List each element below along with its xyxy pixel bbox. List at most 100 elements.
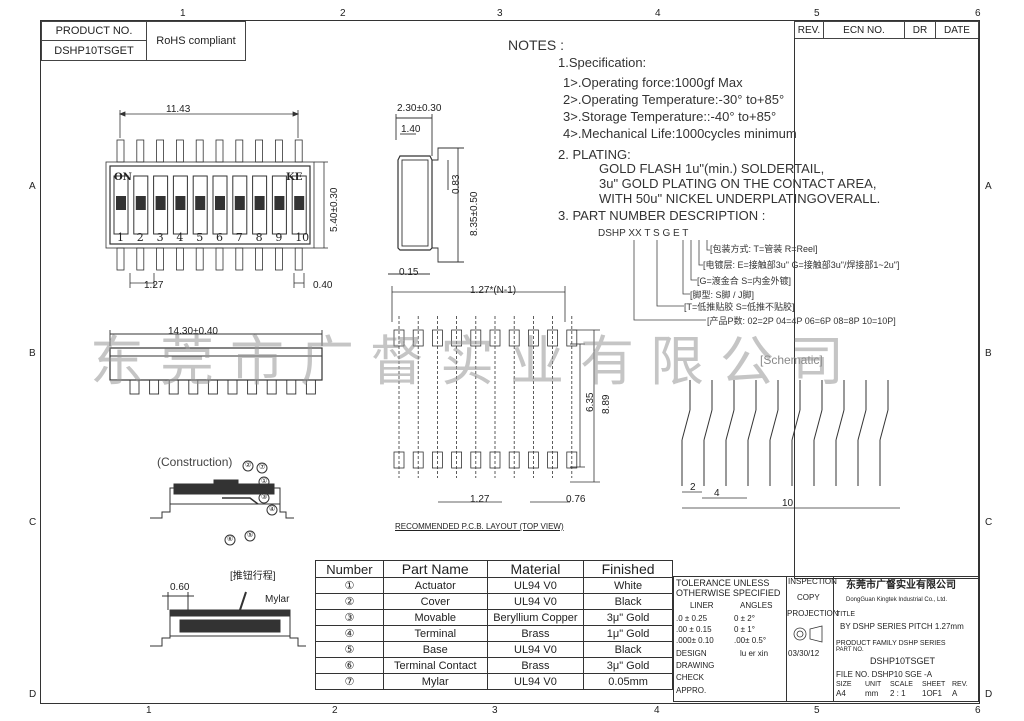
zone-top-1: 1 xyxy=(180,8,186,19)
projection-symbol-icon xyxy=(793,625,823,643)
pn-item-4: [脚型: S脚 / J脚] xyxy=(690,290,755,300)
top-pin-7 xyxy=(235,139,244,163)
pn-item-1: [包装方式: T=管装 R=Reel] xyxy=(710,244,818,254)
switch-number-2: 2 xyxy=(136,231,144,244)
zone-left-b: B xyxy=(29,348,36,359)
switch-actuator-6 xyxy=(215,196,225,210)
construction-label: (Construction) xyxy=(157,455,233,469)
pcb-pad-bottom-5 xyxy=(470,451,482,469)
zone-top-5: 5 xyxy=(814,8,820,19)
pn-item-3: [G=渡金合 S=内金外镀] xyxy=(697,276,792,286)
part-no-label: PART NO. xyxy=(836,647,864,653)
front-pin-2 xyxy=(149,379,160,395)
designer-name: lu er xin xyxy=(740,649,769,658)
spec-line-4: 4>.Mechanical Life:1000cycles minimum xyxy=(563,126,797,141)
bom-cell: Brass xyxy=(486,625,585,642)
dim-8-89: 8.89 xyxy=(601,394,612,414)
dim-0-76: 0.76 xyxy=(566,494,586,505)
rev-header: REV. xyxy=(794,21,824,39)
top-pin-4 xyxy=(176,139,184,163)
top-pin-3 xyxy=(156,139,164,163)
watermark: 东莞市广督实业有限公司 xyxy=(90,330,860,393)
zone-left-a: A xyxy=(29,181,36,192)
construction-callout-6: ⑥ xyxy=(227,536,234,543)
plating-title: 2. PLATING: xyxy=(558,147,631,162)
plating-line-2: 3u" GOLD PLATING ON THE CONTACT AREA, xyxy=(599,176,877,191)
bom-cell: Brass xyxy=(486,657,585,674)
bom-cell: Base xyxy=(382,641,488,658)
switch-slot-10 xyxy=(291,175,307,235)
size-value: 2 : 1 xyxy=(890,689,906,698)
bom-cell: Black xyxy=(583,593,673,610)
bom-cell: Actuator xyxy=(382,577,488,594)
size-header: SHEET xyxy=(922,681,946,688)
plating-line-3: WITH 50u" NICKEL UNDERPLATINGOVERALL. xyxy=(599,191,881,206)
bom-header-part: Part Name xyxy=(382,560,488,578)
bom-header-finished: Finished xyxy=(583,560,673,578)
size-value: mm xyxy=(865,689,879,698)
switch-actuator-4 xyxy=(175,196,186,210)
switch-slot-4 xyxy=(172,175,188,235)
tol-row-3-angle: .00± 0.5° xyxy=(734,636,767,645)
construction-callout-2: ② xyxy=(245,462,252,469)
dim-sch-4: 4 xyxy=(714,488,720,499)
size-value: A xyxy=(952,689,958,698)
front-pin-10 xyxy=(305,379,316,395)
construction-callout-7: ⑦ xyxy=(259,464,266,471)
size-header: UNIT xyxy=(865,681,882,688)
tol-row-1-linear: .0 ± 0.25 xyxy=(676,614,708,623)
switch-number-3: 3 xyxy=(156,231,164,244)
projection-label: PROJECTION xyxy=(787,609,839,618)
schematic-drawing xyxy=(681,380,900,509)
spec-title: 1.Specification: xyxy=(558,55,647,70)
date-header: DATE xyxy=(935,21,979,39)
appro-label: APPRO. xyxy=(676,686,707,695)
zone-bottom-2: 2 xyxy=(332,705,338,716)
schem-switch-arm-1 xyxy=(681,409,691,441)
bom-cell: ③ xyxy=(315,609,384,626)
pn-leader-lines xyxy=(633,240,710,321)
tol-row-3-linear: .000± 0.10 xyxy=(676,636,714,645)
front-pin-1 xyxy=(129,379,140,395)
front-pin-4 xyxy=(188,379,199,395)
bom-cell: Mylar xyxy=(382,673,488,690)
switch-slot-6 xyxy=(212,175,228,235)
switch-slot-5 xyxy=(192,175,208,235)
mylar-label: Mylar xyxy=(265,594,290,605)
tolerance-angles-header: ANGLES xyxy=(740,601,773,610)
construction-drawing xyxy=(150,460,294,546)
zone-right-b: B xyxy=(985,348,992,359)
tolerance-title-1: TOLERANCE UNLESS xyxy=(676,578,770,588)
bom-cell: Beryllium Copper xyxy=(486,609,585,626)
design-date: 03/30/12 xyxy=(788,649,820,658)
schem-switch-arm-7 xyxy=(813,409,823,441)
top-pin-6 xyxy=(215,139,224,163)
size-header: SIZE xyxy=(836,681,852,688)
pcb-pad-bottom-8 xyxy=(527,451,539,469)
rohs-label: RoHS compliant xyxy=(146,21,246,61)
size-header: REV. xyxy=(952,681,968,688)
zone-top-2: 2 xyxy=(340,8,346,19)
bom-cell: ① xyxy=(315,577,384,594)
bottom-pin-6 xyxy=(215,247,224,271)
zone-left-d: D xyxy=(29,689,37,700)
switch-number-8: 8 xyxy=(255,231,263,244)
pcb-pad-bottom-4 xyxy=(451,451,462,469)
dim-0-15: 0.15 xyxy=(399,267,419,278)
zone-right-d: D xyxy=(985,689,993,700)
schem-switch-arm-8 xyxy=(835,409,845,441)
bottom-pin-8 xyxy=(255,247,264,271)
copy-label: COPY xyxy=(797,593,820,602)
actuator-stroke-drawing xyxy=(150,591,306,647)
tol-row-1-angle: 0 ± 2° xyxy=(734,614,755,623)
schematic-label: [Schematic] xyxy=(760,353,823,367)
bom-cell: Terminal Contact xyxy=(382,657,488,674)
pcb-layout-drawing xyxy=(391,286,600,503)
bom-cell: ⑥ xyxy=(315,657,384,674)
bom-cell: White xyxy=(583,577,673,594)
product-no-label: PRODUCT NO. xyxy=(41,21,147,41)
top-pin-1 xyxy=(116,139,125,163)
